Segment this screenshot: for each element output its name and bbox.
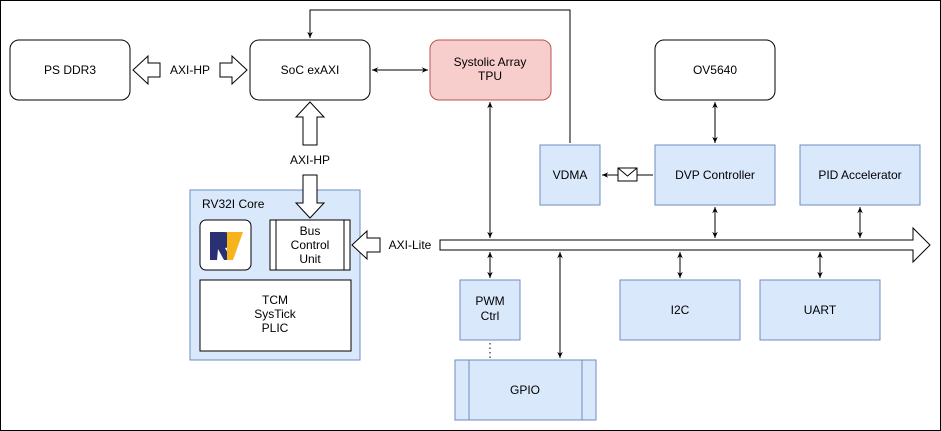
- pid-accelerator-label: PID Accelerator: [818, 168, 901, 182]
- pwm-ctrl-block: [459, 279, 521, 341]
- ps-ddr3-label: PS DDR3: [44, 63, 96, 77]
- pid-accelerator-block: [799, 144, 921, 206]
- axi-lite-label: AXI-Lite: [389, 238, 432, 252]
- tpu-block: [429, 39, 552, 101]
- core-up-block-arrow: [294, 174, 326, 219]
- i2c-label: I2C: [671, 303, 690, 317]
- axi-lite-bus-arrow: [439, 226, 931, 264]
- axi-hp-ddr-label: AXI-HP: [170, 63, 210, 77]
- tcm-line3: PLIC: [262, 321, 289, 335]
- soc-exaxi-label: SoC exAXI: [281, 63, 340, 77]
- gpio-label: GPIO: [510, 383, 540, 397]
- bus-control-line2: Control: [291, 238, 330, 252]
- axi-lite-left-block-arrow: [351, 229, 381, 261]
- vdma-block: [539, 144, 601, 206]
- tcm-block: [199, 279, 352, 352]
- tpu-line2: TPU: [478, 69, 502, 83]
- dvp-controller-block: [654, 144, 776, 206]
- uart-label: UART: [804, 303, 837, 317]
- tpu-line1: Systolic Array: [454, 55, 527, 69]
- pwm-line2: Ctrl: [481, 309, 500, 323]
- bus-control-line1: Bus: [300, 224, 321, 238]
- tcm-line1: TCM: [262, 293, 288, 307]
- envelope-icon: [617, 167, 638, 182]
- rv32i-core-label: RV32I Core: [202, 197, 265, 211]
- risc-v-logo-icon: [199, 219, 252, 271]
- vdma-label: VDMA: [553, 168, 588, 182]
- bus-control-line3: Unit: [299, 252, 321, 266]
- ddr-left-block-arrow: [132, 54, 161, 86]
- gpio-block: GPIO: [454, 359, 597, 421]
- i2c-block: [619, 279, 741, 341]
- vdma-soc-connector: [307, 9, 571, 143]
- ddr-right-block-arrow: [219, 54, 248, 86]
- bus-control-unit: Bus Control Unit: [269, 219, 351, 271]
- tcm-line2: SysTick: [254, 307, 297, 321]
- ov5640-block: [654, 39, 776, 101]
- ov5640-label: OV5640: [693, 63, 737, 77]
- dvp-controller-label: DVP Controller: [675, 168, 755, 182]
- soc-exaxi-block: [249, 39, 371, 101]
- soc-down-block-arrow: [294, 101, 326, 146]
- uart-block: [759, 279, 881, 341]
- axi-hp-core-label: AXI-HP: [290, 153, 330, 167]
- pwm-line1: PWM: [475, 294, 504, 308]
- ps-ddr3-block: [9, 39, 131, 101]
